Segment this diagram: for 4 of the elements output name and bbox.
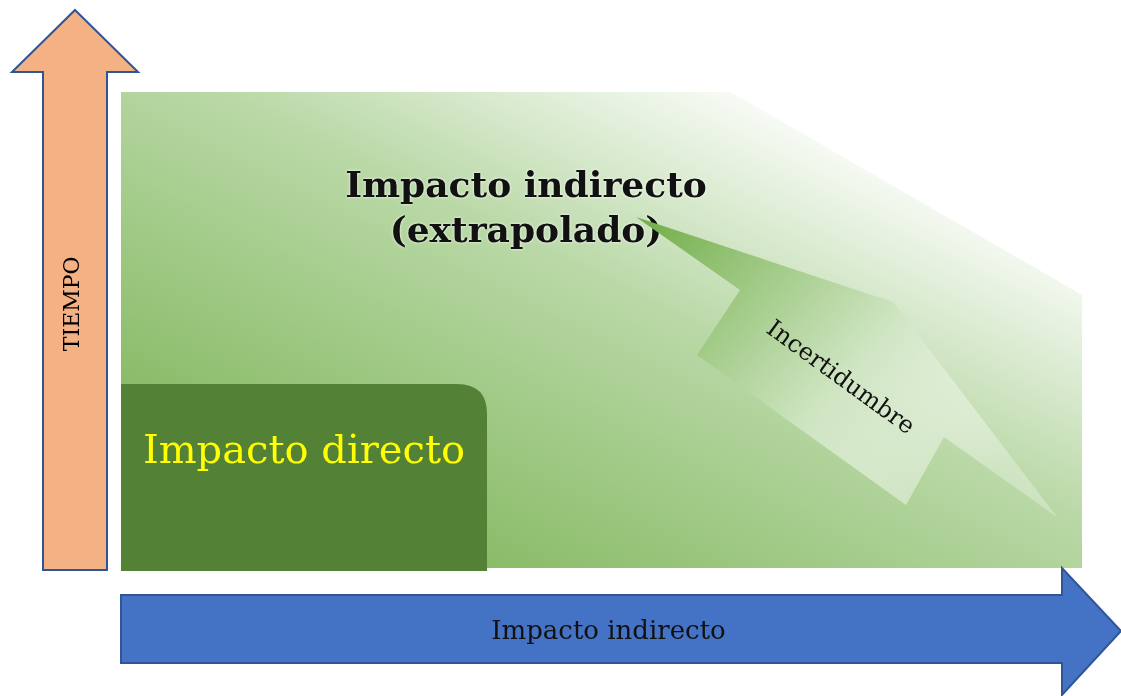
axis-label: Impacto indirecto — [490, 614, 727, 647]
area-title: Impacto indirecto (extrapolado) — [344, 162, 708, 252]
box-label: Impacto directo — [141, 425, 467, 474]
axis-label: TIEMPO — [58, 255, 86, 354]
